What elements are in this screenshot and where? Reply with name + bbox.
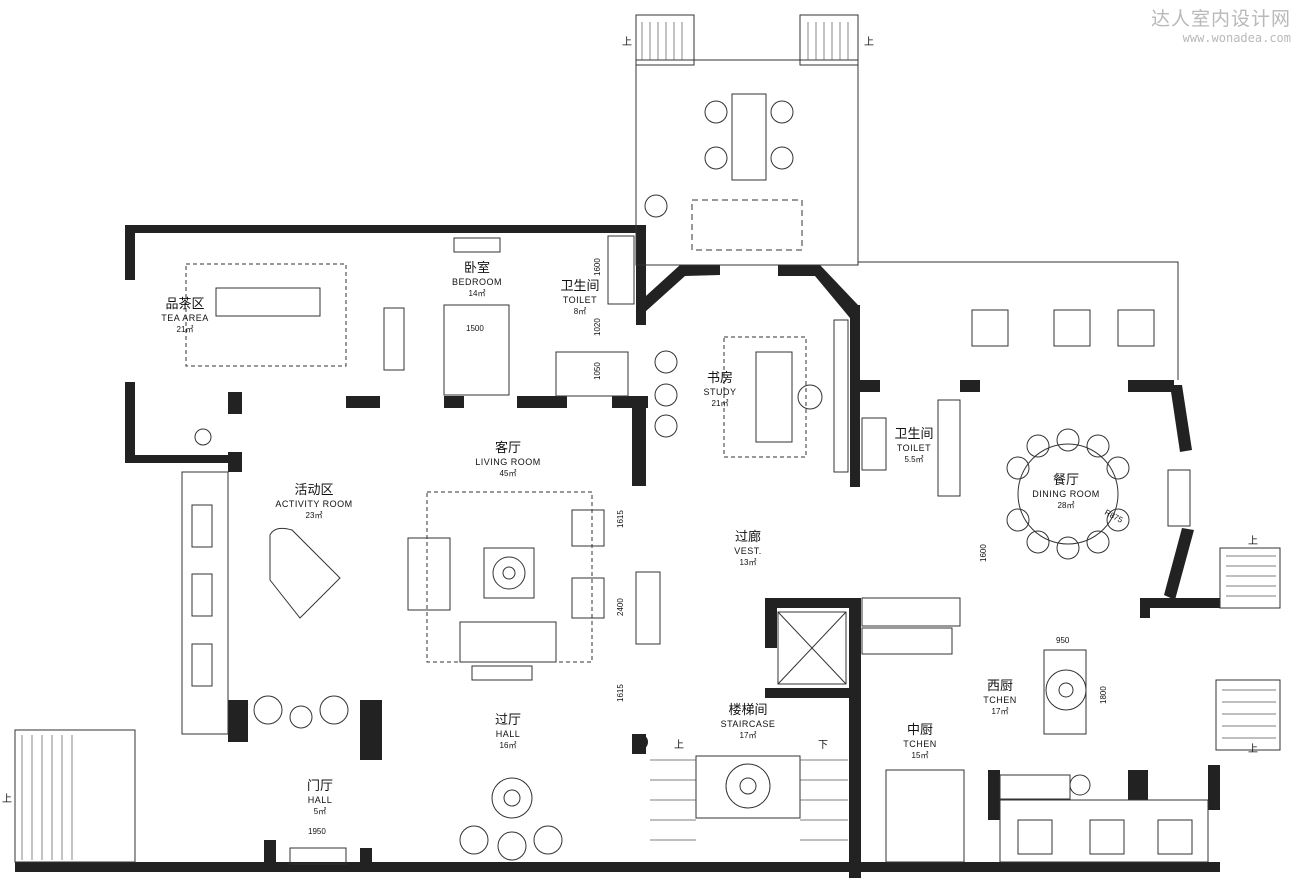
dim-r875: R875 bbox=[1103, 508, 1125, 525]
room-dining-area: 28㎡ bbox=[1058, 501, 1075, 510]
dim-t1020: 1020 bbox=[593, 318, 602, 336]
stair-up-label: 上 bbox=[864, 36, 874, 48]
room-bedroom-en: BEDROOM bbox=[452, 277, 502, 287]
room-vest-cn: 过廊 bbox=[735, 529, 761, 545]
stair-down-label: 下 bbox=[818, 740, 828, 751]
room-living-area: 45㎡ bbox=[500, 469, 517, 478]
room-tea-en: TEA AREA bbox=[161, 313, 209, 323]
room-tea-cn: 品茶区 bbox=[165, 296, 204, 312]
room-hall-en: HALL bbox=[496, 729, 521, 739]
room-foyer-en: HALL bbox=[308, 795, 333, 805]
room-bedroom-area: 14㎡ bbox=[469, 289, 486, 298]
room-hall-cn: 过厅 bbox=[495, 713, 521, 728]
room-activity-en: ACTIVITY ROOM bbox=[275, 499, 352, 509]
room-toilet1-cn: 卫生间 bbox=[560, 279, 599, 294]
room-xkitchen-area: 17㎡ bbox=[992, 707, 1009, 716]
walls bbox=[15, 225, 1220, 878]
dim-d1600: 1600 bbox=[979, 544, 988, 562]
room-xkitchen-cn: 西厨 bbox=[987, 679, 1013, 694]
room-bedroom-cn: 卧室 bbox=[464, 260, 490, 276]
stair-labels: 上 上 上 上 下 上 上 bbox=[2, 36, 1258, 805]
room-staircase-area: 17㎡ bbox=[740, 731, 757, 740]
room-tea-area: 21㎡ bbox=[177, 325, 194, 334]
windows bbox=[191, 309, 1193, 855]
room-living-en: LIVING ROOM bbox=[475, 457, 541, 467]
dim-v1615b: 1615 bbox=[616, 684, 625, 702]
room-toilet2-cn: 卫生间 bbox=[894, 427, 933, 442]
stair-up-label: 上 bbox=[1248, 535, 1258, 547]
room-vest-area: 13㎡ bbox=[740, 558, 757, 567]
room-toilet1-en: TOILET bbox=[563, 295, 597, 305]
stair-up-label: 上 bbox=[1248, 743, 1258, 755]
dim-t1600: 1600 bbox=[593, 258, 602, 276]
dim-d950: 950 bbox=[1056, 636, 1070, 645]
dim-bed: 1500 bbox=[466, 324, 484, 333]
room-toilet2-en: TOILET bbox=[897, 443, 931, 453]
room-foyer-area: 5㎡ bbox=[314, 807, 326, 816]
fixtures bbox=[194, 100, 1130, 861]
stair-treads bbox=[21, 22, 1276, 860]
dim-d1950: 1950 bbox=[308, 827, 326, 836]
room-zkitchen-area: 15㎡ bbox=[912, 751, 929, 760]
room-zkitchen-en: TCHEN bbox=[903, 739, 937, 749]
room-toilet1-area: 8㎡ bbox=[574, 307, 586, 316]
column-dot bbox=[632, 734, 648, 750]
outlines bbox=[14, 14, 1281, 865]
room-xkitchen-en: TCHEN bbox=[983, 695, 1017, 705]
room-hall-area: 16㎡ bbox=[500, 741, 517, 750]
room-toilet2-area: 5.5㎡ bbox=[904, 455, 923, 464]
room-dining-cn: 餐厅 bbox=[1053, 472, 1079, 488]
watermark-cn: 达人室内设计网 bbox=[1150, 8, 1291, 30]
room-staircase-cn: 楼梯间 bbox=[728, 703, 767, 718]
room-study-area: 21㎡ bbox=[712, 399, 729, 408]
room-activity-area: 23㎡ bbox=[306, 511, 323, 520]
stair-up-label: 上 bbox=[622, 36, 632, 48]
stair-up-label: 上 bbox=[2, 793, 12, 805]
room-dining-en: DINING ROOM bbox=[1032, 489, 1100, 499]
room-activity-cn: 活动区 bbox=[294, 483, 333, 498]
watermark-url: www.wonadea.com bbox=[1182, 31, 1291, 45]
room-zkitchen-cn: 中厨 bbox=[907, 723, 933, 738]
dim-t1050: 1050 bbox=[593, 362, 602, 380]
dimensions: 1500 1600 1020 1050 1615 2400 1615 1600 … bbox=[308, 258, 1125, 836]
room-vest-en: VEST. bbox=[734, 546, 762, 556]
dim-v2400: 2400 bbox=[616, 598, 625, 616]
room-staircase-en: STAIRCASE bbox=[721, 719, 776, 729]
dim-v1615a: 1615 bbox=[616, 510, 625, 528]
room-study-cn: 书房 bbox=[707, 370, 733, 386]
dim-d1800: 1800 bbox=[1099, 686, 1108, 704]
watermark: 达人室内设计网 www.wonadea.com bbox=[1151, 4, 1291, 45]
room-foyer-cn: 门厅 bbox=[307, 779, 333, 794]
room-living-cn: 客厅 bbox=[495, 440, 521, 456]
room-study-en: STUDY bbox=[703, 387, 736, 397]
stair-up-label: 上 bbox=[674, 739, 684, 751]
